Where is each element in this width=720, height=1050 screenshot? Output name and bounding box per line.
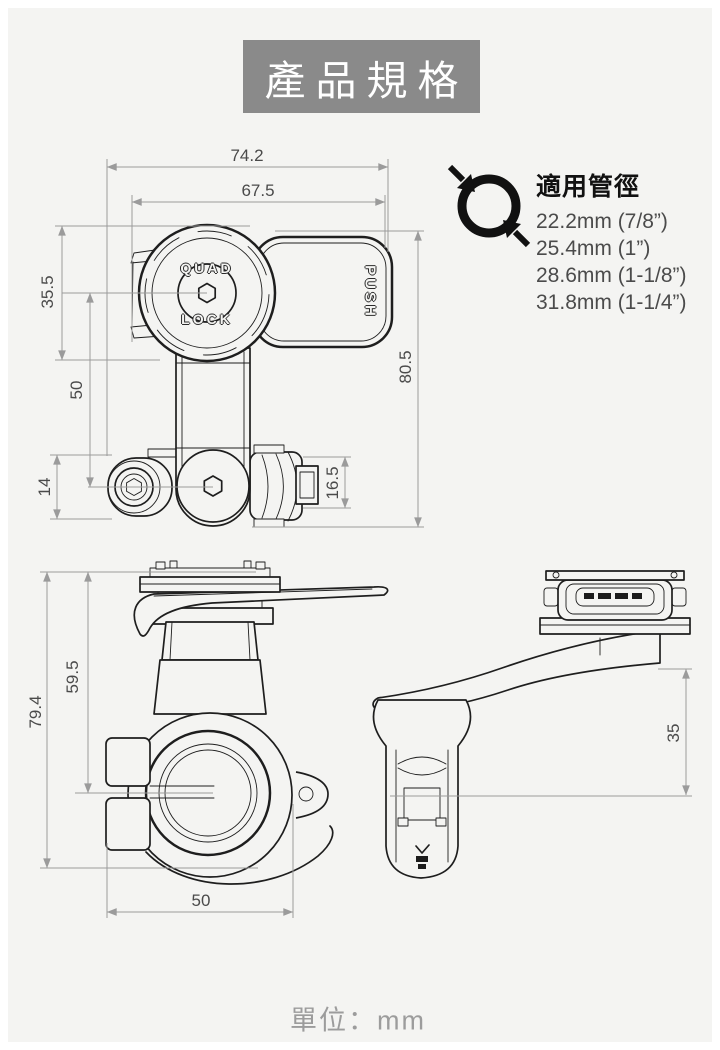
- pipe-size-option: 31.8mm (1-1/4”): [536, 291, 687, 314]
- dim-front-center-span: 50: [67, 380, 86, 400]
- dim-side-top-to-center: 59.5: [63, 660, 82, 694]
- brand-text-lock: LOCK: [181, 311, 233, 327]
- pipe-size-option: 22.2mm (7/8”): [536, 210, 668, 233]
- profile-mount-head: [539, 570, 691, 635]
- pipe-diameter-icon: [447, 164, 531, 248]
- dim-front-inner-width: 67.5: [241, 181, 275, 200]
- profile-post: [372, 699, 472, 879]
- pipe-size-option: 28.6mm (1-1/8”): [536, 264, 687, 287]
- front-view-dimensions: [50, 159, 424, 528]
- dim-front-ear-height: 14: [35, 477, 54, 497]
- dim-front-overall-width: 74.2: [230, 146, 264, 165]
- profile-view-drawing: [372, 570, 692, 879]
- release-lever: [133, 586, 389, 637]
- spec-sheet-background: [8, 8, 712, 1042]
- unit-note: 單位：mm: [290, 1005, 426, 1036]
- brand-text-quad: QUAD: [180, 260, 234, 276]
- side-view-dimensions: [40, 571, 294, 918]
- dim-side-overall-height: 79.4: [26, 695, 45, 729]
- dim-front-overall-height: 80.5: [396, 350, 415, 384]
- front-view-drawing: [50, 159, 424, 528]
- dim-side-clamp-width: 50: [191, 891, 211, 910]
- pivot-bolt: [176, 449, 250, 523]
- bar-clamp-body: [127, 712, 293, 878]
- page-title: 產品規格: [264, 57, 469, 104]
- side-view-drawing: [40, 560, 389, 918]
- pipe-size-option: 25.4mm (1”): [536, 237, 651, 260]
- page-title-banner: 產品規格: [243, 40, 480, 113]
- profile-arm: [372, 629, 661, 711]
- dim-profile-arm-to-center: 35: [664, 723, 683, 743]
- profile-view-dimensions: [390, 668, 692, 797]
- dim-front-base-height: 16.5: [323, 466, 342, 500]
- dim-front-head-height: 35.5: [38, 275, 57, 309]
- pipe-diameter-heading: 適用管徑: [536, 173, 641, 201]
- pipe-diameter-info: 適用管徑 22.2mm (7/8”) 25.4mm (1”) 28.6mm (1…: [536, 167, 687, 316]
- push-lever-label: PUSH: [361, 265, 379, 319]
